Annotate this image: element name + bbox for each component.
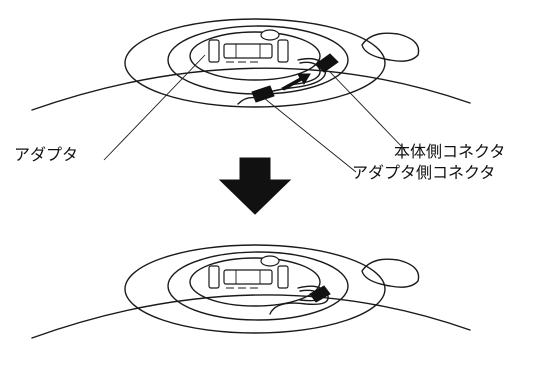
label-adapter-connector: アダプタ側コネクタ (352, 163, 496, 182)
base-inner-recess-2 (189, 257, 321, 307)
cable-connected (269, 285, 329, 315)
illustration-before (31, 18, 471, 173)
base-outer-ring (124, 18, 386, 108)
ceiling-arc-bottom (31, 294, 471, 339)
down-arrow-icon (218, 157, 292, 215)
pin-left-2 (208, 265, 220, 289)
illustration-after (31, 244, 471, 339)
leader-adapter (103, 54, 206, 161)
leader-body-connector (329, 71, 406, 151)
adapter-connector-top (251, 85, 275, 103)
top-knob (260, 29, 280, 41)
base-outer-ring-2 (124, 244, 386, 334)
terminal-block-2 (223, 269, 273, 285)
pin-right (277, 39, 289, 63)
base-mid-ring-2 (167, 251, 349, 321)
pin-left (208, 39, 220, 63)
side-cap-2 (361, 258, 420, 288)
side-cap (361, 32, 420, 62)
label-adapter: アダプタ (14, 145, 79, 164)
insert-arrow (281, 73, 311, 91)
base-inner-recess (189, 31, 321, 81)
label-body-connector: 本体側コネクタ (394, 142, 506, 161)
pin-right-2 (277, 265, 289, 289)
leader-adapter-connector (263, 97, 357, 173)
terminal-block (223, 43, 273, 59)
top-knob-2 (260, 255, 280, 267)
ceiling-arc-top (31, 67, 471, 111)
body-connector-top (315, 53, 339, 73)
joined-connector (309, 285, 331, 303)
